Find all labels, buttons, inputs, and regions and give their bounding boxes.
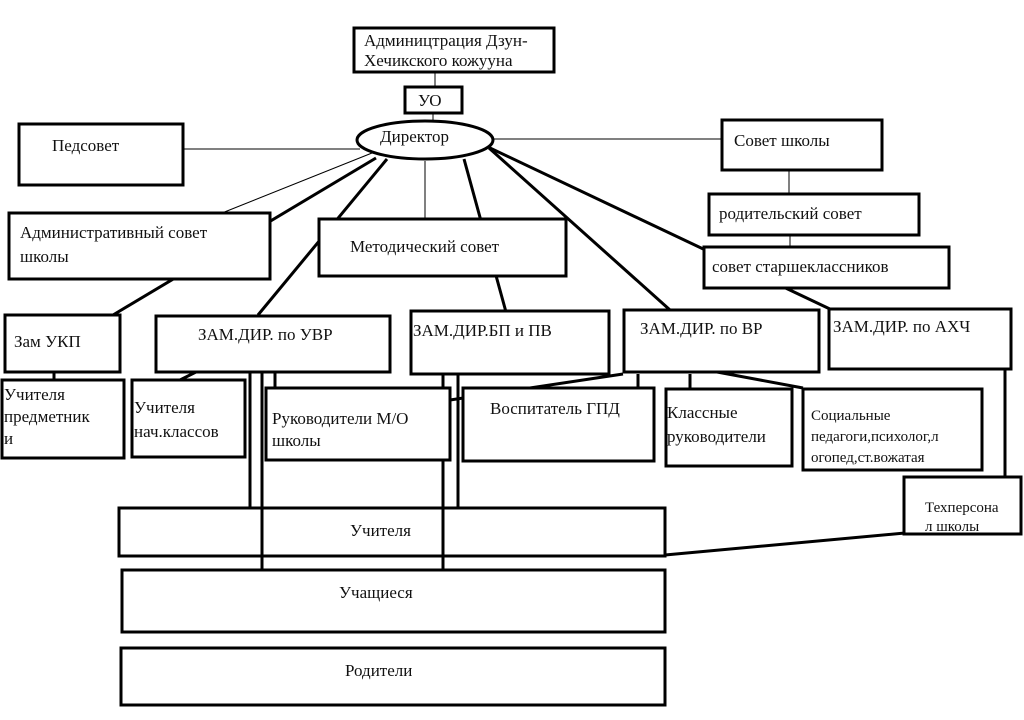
node-deputy-ahch: ЗАМ.ДИР. по АХЧ xyxy=(827,307,1013,371)
node-mo-heads: Руководители М/О школы xyxy=(264,386,452,462)
node-administration: Админицтрация Дзун- Хечикского кожууна xyxy=(352,26,556,74)
node-subject-teachers: Учителя предметник и xyxy=(0,378,126,460)
node-school-council-label: Совет школы xyxy=(734,131,830,150)
node-mo-heads-line-2: школы xyxy=(272,431,321,450)
node-method-council-label: Методический совет xyxy=(350,237,500,256)
node-primary-teachers-line-2: нач.классов xyxy=(134,422,219,441)
node-deputy-vr-label: ЗАМ.ДИР. по ВР xyxy=(640,319,763,338)
node-tech-staff-line-2: л школы xyxy=(925,519,979,535)
node-teachers-label: Учителя xyxy=(350,521,411,540)
node-administration-line-2: Хечикского кожууна xyxy=(364,51,513,70)
node-tech-staff: Техперсона л школы xyxy=(902,475,1023,536)
node-class-teachers: Классные руководители xyxy=(664,387,794,468)
node-deputy-ukp-label: Зам УКП xyxy=(14,332,81,351)
node-admin-council-line-2: школы xyxy=(20,247,69,266)
node-students: Учащиеся xyxy=(120,568,667,634)
node-parent-council-label: родительский совет xyxy=(719,204,862,223)
node-subject-teachers-line-3: и xyxy=(4,429,13,448)
node-gpd-tutor-label: Воспитатель ГПД xyxy=(490,399,620,418)
node-director-label: Директор xyxy=(380,127,449,146)
node-admin-council: Административный совет школы xyxy=(7,211,272,281)
node-primary-teachers-line-1: Учителя xyxy=(134,398,195,417)
connector-director-admin-council xyxy=(221,152,373,214)
node-deputy-vr: ЗАМ.ДИР. по ВР xyxy=(622,308,821,374)
node-parents: Родители xyxy=(119,646,667,707)
node-school-council: Совет школы xyxy=(720,118,884,172)
node-mo-heads-line-1: Руководители М/О xyxy=(272,409,408,428)
connector-tech-teachers xyxy=(664,531,906,557)
node-students-label: Учащиеся xyxy=(339,583,413,602)
node-class-teachers-line-1: Классные xyxy=(667,403,738,422)
node-class-teachers-line-2: руководители xyxy=(667,427,766,446)
connector-director-vr xyxy=(487,146,672,312)
node-gpd-tutor: Воспитатель ГПД xyxy=(461,386,656,463)
node-parents-label: Родители xyxy=(345,661,412,680)
node-administration-line-1: Админицтрация Дзун- xyxy=(364,31,528,50)
connector-vr-social xyxy=(716,370,804,390)
node-deputy-uvr: ЗАМ.ДИР. по УВР xyxy=(154,314,392,374)
node-deputy-uvr-label: ЗАМ.ДИР. по УВР xyxy=(198,325,333,344)
node-deputy-ukp: Зам УКП xyxy=(3,313,122,374)
node-deputy-ahch-label: ЗАМ.ДИР. по АХЧ xyxy=(833,317,970,336)
node-admin-council-line-1: Административный совет xyxy=(20,223,208,242)
node-social-staff: Социальные педагоги,психолог,л огопед,ст… xyxy=(801,387,984,472)
node-parent-council: родительский совет xyxy=(707,192,921,237)
node-social-staff-line-2: педагоги,психолог,л xyxy=(811,429,939,445)
node-pedsovet-label: Педсовет xyxy=(52,136,120,155)
node-social-staff-line-1: Социальные xyxy=(811,408,891,424)
band-crossing-lines xyxy=(260,508,445,570)
node-senior-council-label: совет старшеклассников xyxy=(712,257,889,276)
node-social-staff-line-3: огопед,ст.вожатая xyxy=(811,450,925,466)
node-pedsovet: Педсовет xyxy=(17,122,185,187)
node-teachers: Учителя xyxy=(117,506,667,558)
node-senior-council: совет старшеклассников xyxy=(702,245,951,290)
node-director: Директор xyxy=(355,119,495,161)
node-deputy-bp-label: ЗАМ.ДИР.БП и ПВ xyxy=(413,321,552,340)
node-subject-teachers-line-2: предметник xyxy=(4,407,90,426)
node-subject-teachers-line-1: Учителя xyxy=(4,385,65,404)
node-method-council: Методический совет xyxy=(317,217,568,278)
node-uo-label: УО xyxy=(418,91,441,110)
node-tech-staff-line-1: Техперсона xyxy=(925,500,999,516)
node-uo: УО xyxy=(403,85,464,115)
node-deputy-bp: ЗАМ.ДИР.БП и ПВ xyxy=(409,309,611,376)
node-primary-teachers: Учителя нач.классов xyxy=(130,378,247,459)
